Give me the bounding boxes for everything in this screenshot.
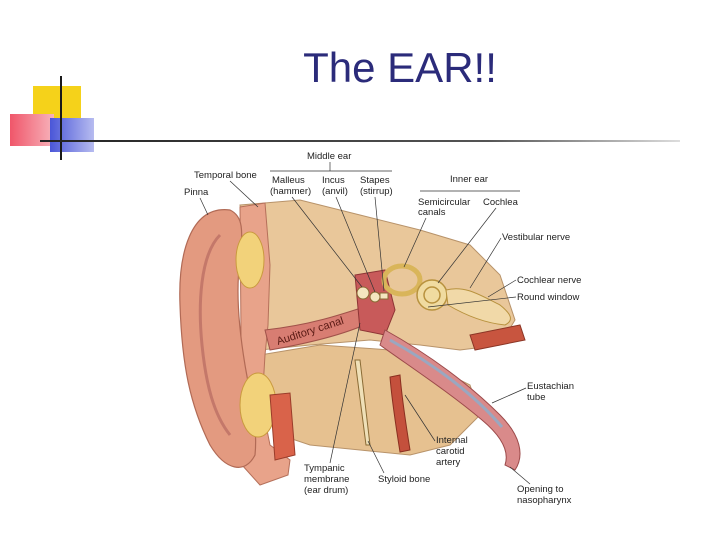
label-temporal-bone: Temporal bone <box>194 170 257 181</box>
label-semicircular-1: Semicircular <box>418 197 470 208</box>
leader-round-window <box>427 296 517 308</box>
eustachian-tube-shape <box>379 329 521 471</box>
label-incus-common: (anvil) <box>322 186 348 197</box>
label-opening-1: Opening to <box>517 484 563 495</box>
label-cochlear-nerve: Cochlear nerve <box>517 275 581 286</box>
leader-opening <box>509 466 531 485</box>
leader-cochlea <box>437 207 497 284</box>
slide-title: The EAR!! <box>303 44 497 91</box>
label-carotid-1: Internal <box>436 435 468 446</box>
label-malleus-common: (hammer) <box>270 186 311 197</box>
eustachian-tube-lining <box>389 338 504 428</box>
label-inner-ear: Inner ear <box>450 174 488 185</box>
label-pinna: Pinna <box>184 187 209 198</box>
label-tympanic-1: Tympanic <box>304 463 345 474</box>
leader-semicircular <box>403 217 427 268</box>
label-styloid: Styloid bone <box>378 474 430 485</box>
ear-anatomy-diagram: Middle ear Temporal bone Pinna Malleus (… <box>179 151 581 506</box>
label-stapes-common: (stirrup) <box>360 186 393 197</box>
leader-styloid <box>367 440 385 474</box>
label-incus: Incus <box>322 175 345 186</box>
label-carotid-2: carotid <box>436 446 465 457</box>
corner-vertical-line <box>60 76 62 160</box>
leader-pinna <box>199 197 209 216</box>
label-tympanic-3: (ear drum) <box>304 485 348 496</box>
label-vestibular-nerve: Vestibular nerve <box>502 232 570 243</box>
label-eustachian-1: Eustachian <box>527 381 574 392</box>
leader-carotid <box>404 394 436 442</box>
vessel-right <box>469 324 526 351</box>
label-middle-ear: Middle ear <box>307 151 351 162</box>
spongy-bone-upper <box>235 231 265 289</box>
leader-stapes <box>374 196 385 292</box>
incus-shape <box>369 291 381 303</box>
malleus-shape <box>356 286 370 300</box>
lower-muscle-shape <box>269 392 296 461</box>
leader-temporal-bone <box>229 180 259 208</box>
label-eustachian-2: tube <box>527 392 546 403</box>
leader-malleus <box>291 196 363 288</box>
label-stapes: Stapes <box>360 175 390 186</box>
leader-tympanic <box>329 322 361 464</box>
leader-cochlear-nerve <box>487 279 517 298</box>
pinna-inner-fold <box>198 233 232 436</box>
vestibulocochlear-nerve <box>445 288 511 326</box>
label-cochlea: Cochlea <box>483 197 519 208</box>
label-tympanic-2: membrane <box>304 474 349 485</box>
internal-carotid-shape <box>389 374 411 453</box>
leader-incus <box>335 196 376 293</box>
corner-blue-square <box>50 118 94 152</box>
label-round-window: Round window <box>517 292 579 303</box>
leader-vestibular-nerve <box>469 237 502 289</box>
stapes-shape <box>379 292 389 300</box>
label-malleus: Malleus <box>272 175 305 186</box>
label-opening-2: nasopharynx <box>517 495 572 506</box>
label-semicircular-2: canals <box>418 207 446 218</box>
semicircular-canals-shape <box>381 263 423 297</box>
leader-eustachian <box>491 387 527 404</box>
cochlea-spiral <box>423 286 441 304</box>
title-underline <box>40 140 680 142</box>
label-carotid-3: artery <box>436 457 461 468</box>
